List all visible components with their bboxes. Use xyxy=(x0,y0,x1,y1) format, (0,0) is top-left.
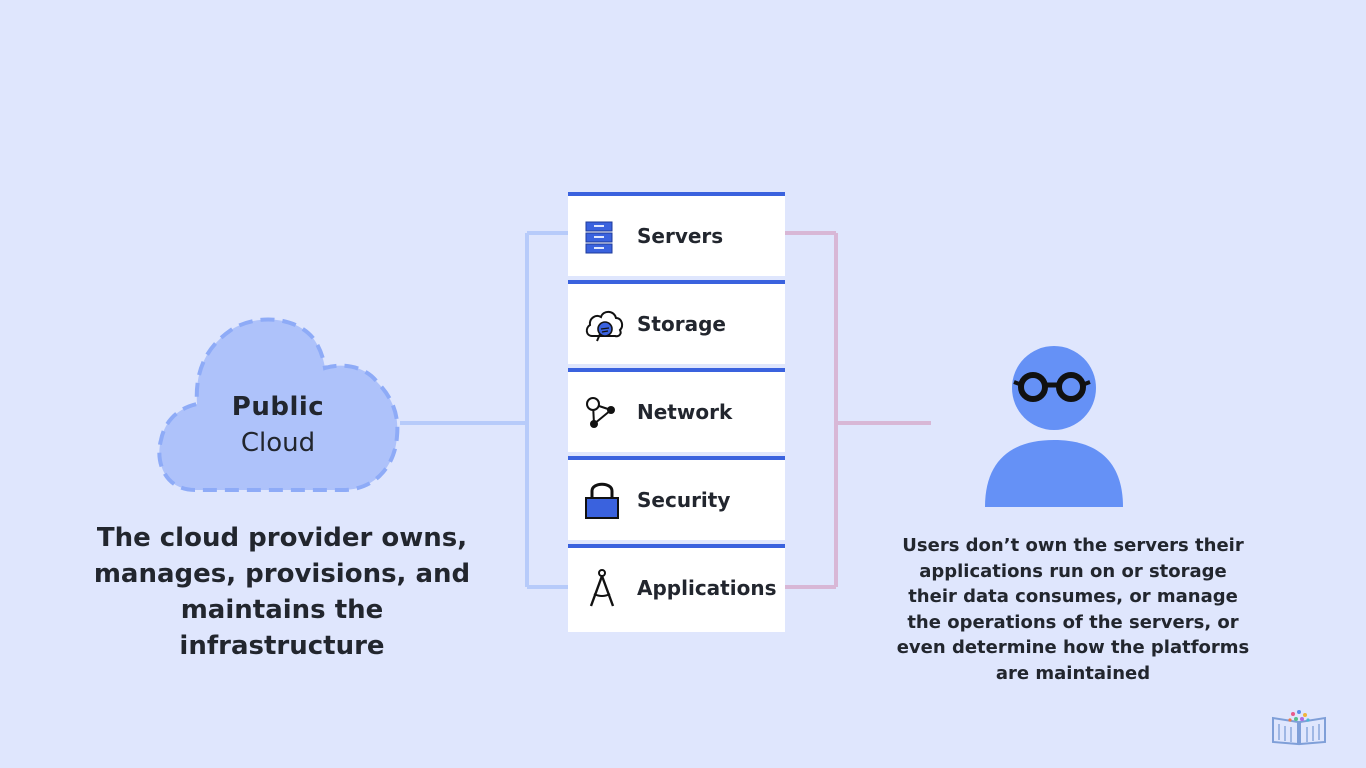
tier-security: Security xyxy=(568,456,785,540)
user-icon xyxy=(985,346,1123,507)
tier-label-applications: Applications xyxy=(637,576,777,600)
cloud-storage-icon xyxy=(585,310,624,342)
tier-servers: Servers xyxy=(568,192,785,276)
public-cloud: Public Cloud xyxy=(155,312,401,494)
cloud-connector xyxy=(400,231,568,589)
user-caption: Users don’t own the servers their applic… xyxy=(896,535,1250,684)
tier-label-security: Security xyxy=(637,488,731,512)
tier-label-network: Network xyxy=(637,400,733,424)
tier-storage: Storage xyxy=(568,280,785,364)
user-connector xyxy=(785,231,931,589)
book-logo-icon xyxy=(1272,710,1326,746)
cloud-icon xyxy=(157,317,400,492)
lock-icon xyxy=(585,482,619,519)
provider-caption: The cloud provider owns, manages, provis… xyxy=(93,523,471,661)
cloud-title: Public xyxy=(231,392,325,422)
cloud-subtitle: Cloud xyxy=(240,428,316,458)
compass-icon xyxy=(589,569,615,607)
network-icon xyxy=(586,397,615,428)
infrastructure-stack: Servers Storage Network Security xyxy=(568,192,785,632)
tier-applications: Applications xyxy=(568,544,785,632)
server-icon xyxy=(585,221,613,254)
tier-label-servers: Servers xyxy=(637,224,724,248)
tier-label-storage: Storage xyxy=(637,312,726,336)
tier-network: Network xyxy=(568,368,785,452)
